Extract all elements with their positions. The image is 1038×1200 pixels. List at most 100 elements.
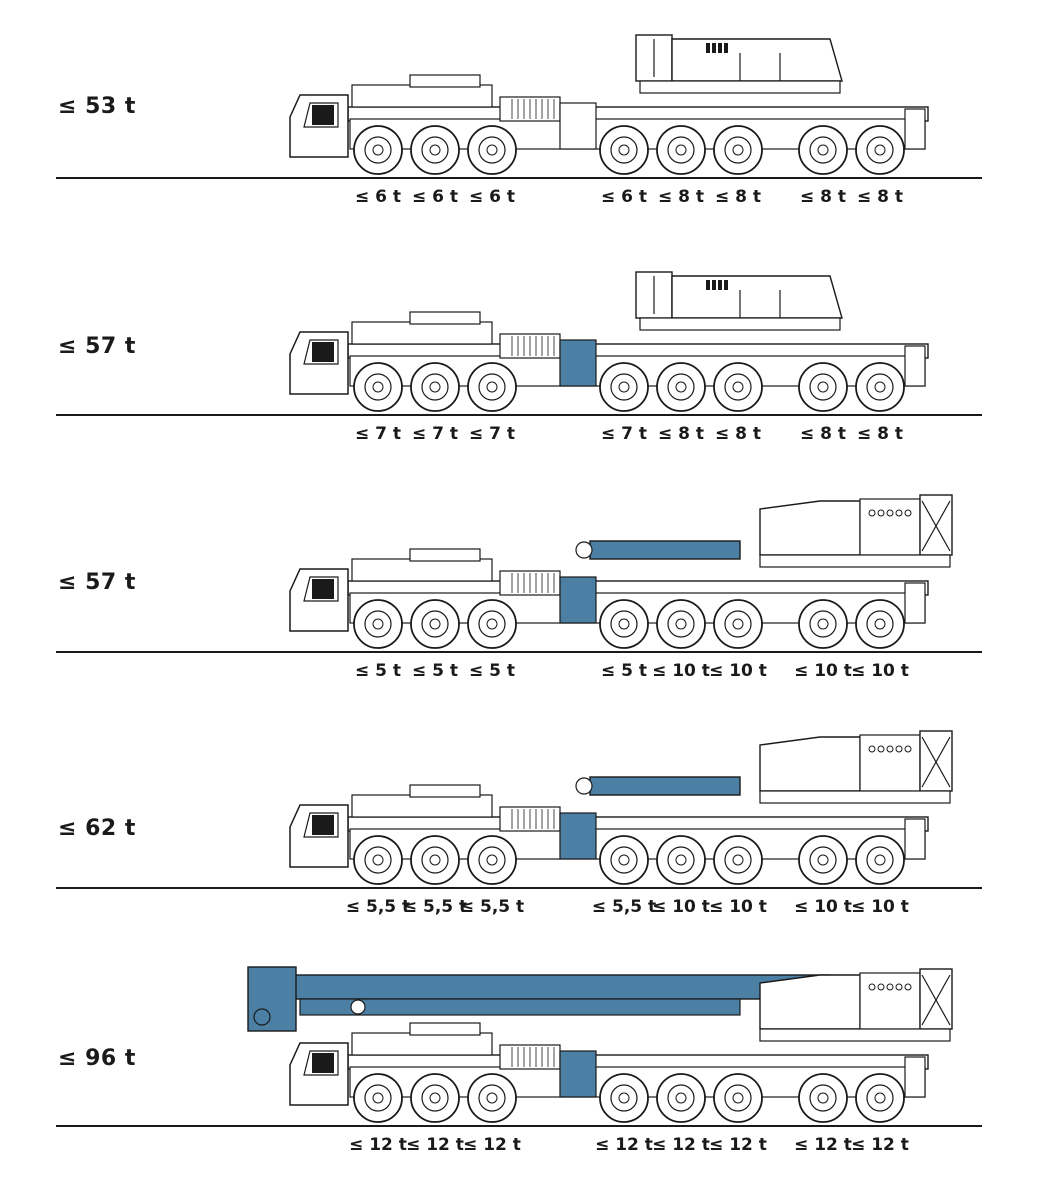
wheel-hub — [874, 381, 886, 393]
winch-drum — [895, 745, 903, 753]
ground-line — [56, 1125, 982, 1127]
engine-cover — [409, 74, 481, 88]
axle-load-label: ≤ 7 t — [468, 424, 516, 444]
configuration-2: ≤ 57 t ≤ 7 t≤ 7 t≤ 7 t≤ 7 t≤ 8 t≤ 8 t≤ 8… — [0, 236, 1038, 472]
total-load: ≤ 57 t — [58, 334, 136, 359]
crane-drawing — [289, 494, 953, 649]
wheel-hub — [372, 854, 384, 866]
axle-load-label: ≤ 10 t — [652, 897, 710, 917]
boom-pin — [575, 541, 593, 559]
rear-bumper — [904, 582, 926, 624]
outrigger-box — [559, 1050, 597, 1098]
engine-housing — [351, 1032, 493, 1056]
wheel-hub — [675, 854, 687, 866]
outrigger-box — [559, 339, 597, 387]
winch-drum — [877, 983, 885, 991]
winch-drum — [868, 983, 876, 991]
vent-slat — [724, 43, 728, 53]
axle-load-label: ≤ 10 t — [851, 661, 909, 681]
cab-brace — [921, 974, 951, 1026]
wheel-hub — [429, 618, 441, 630]
axle-load-label: ≤ 5 t — [411, 661, 459, 681]
wheel-hub — [486, 144, 498, 156]
axle-load-label: ≤ 10 t — [709, 897, 767, 917]
wheel-hub — [486, 1092, 498, 1104]
axle-load-label: ≤ 12 t — [652, 1135, 710, 1155]
engine-housing — [351, 794, 493, 818]
cab-window-shade — [312, 1053, 334, 1073]
winch-drum — [877, 509, 885, 517]
superstructure — [759, 974, 861, 1030]
outrigger-box — [559, 576, 597, 624]
axle-load-label: ≤ 5 t — [354, 661, 402, 681]
turntable — [759, 790, 951, 804]
boom-lower-section — [299, 998, 741, 1016]
wheel-hub — [675, 381, 687, 393]
axle-load-label: ≤ 8 t — [856, 187, 904, 207]
crane-drawing — [289, 34, 929, 175]
axle-load-label: ≤ 5,5 t — [591, 897, 657, 917]
engine-cover — [409, 1022, 481, 1036]
winch-drum — [904, 509, 912, 517]
outrigger-box — [559, 102, 597, 150]
axle-load-label: ≤ 5,5 t — [345, 897, 411, 917]
turntable — [759, 554, 951, 568]
wheel-hub — [618, 618, 630, 630]
turntable — [639, 80, 841, 94]
boom-section — [589, 776, 741, 796]
configuration-5: ≤ 96 t ≤ 12 t≤ 12 t≤ 12 t≤ 12 t≤ 12 t≤ 1… — [0, 944, 1038, 1180]
wheel-hub — [817, 381, 829, 393]
axle-load-label: ≤ 10 t — [652, 661, 710, 681]
wheel-hub — [675, 1092, 687, 1104]
total-load: ≤ 62 t — [58, 816, 136, 841]
outrigger-box — [559, 812, 597, 860]
axle-load-label: ≤ 12 t — [709, 1135, 767, 1155]
engine-housing — [351, 84, 493, 108]
turntable — [759, 1028, 951, 1042]
winch-drum — [868, 509, 876, 517]
wheel-hub — [429, 854, 441, 866]
axle-load-label: ≤ 8 t — [714, 187, 762, 207]
axle-load-label: ≤ 6 t — [354, 187, 402, 207]
vent-slat — [718, 43, 722, 53]
superstructure — [671, 38, 843, 82]
axle-load-label: ≤ 8 t — [856, 424, 904, 444]
wheel-hub — [675, 144, 687, 156]
axle-load-label: ≤ 7 t — [411, 424, 459, 444]
axle-load-label: ≤ 5 t — [468, 661, 516, 681]
configuration-1: ≤ 53 t ≤ 6 t≤ 6 t≤ 6 t≤ 6 t≤ 8 t≤ 8 t≤ 8… — [0, 0, 1038, 236]
axle-load-label: ≤ 12 t — [349, 1135, 407, 1155]
wheel-hub — [732, 854, 744, 866]
cab-brace — [921, 500, 951, 552]
wheel-hub — [486, 381, 498, 393]
boom-section — [589, 540, 741, 560]
crane-drawing — [289, 730, 953, 885]
axle-load-label: ≤ 6 t — [600, 187, 648, 207]
vent-slat — [724, 280, 728, 290]
crane-drawing — [289, 271, 929, 412]
axle-load-label: ≤ 12 t — [794, 1135, 852, 1155]
wheel-hub — [874, 618, 886, 630]
rear-bumper — [904, 108, 926, 150]
wheel-hub — [486, 854, 498, 866]
winch-housing — [859, 734, 921, 792]
axle-load-label: ≤ 12 t — [406, 1135, 464, 1155]
cab-window-shade — [312, 105, 334, 125]
superstructure — [759, 500, 861, 556]
axle-load-label: ≤ 8 t — [714, 424, 762, 444]
axle-load-label: ≤ 7 t — [600, 424, 648, 444]
superstructure — [671, 275, 843, 319]
engine-cover — [409, 548, 481, 562]
wheel-hub — [874, 1092, 886, 1104]
winch-drum — [895, 983, 903, 991]
rear-bumper — [904, 1056, 926, 1098]
axle-load-label: ≤ 10 t — [851, 897, 909, 917]
configuration-4: ≤ 62 t ≤ 5,5 t≤ 5,5 t≤ 5,5 t≤ 5,5 t≤ 10 … — [0, 708, 1038, 944]
axle-load-label: ≤ 5,5 t — [402, 897, 468, 917]
total-load: ≤ 57 t — [58, 570, 136, 595]
winch-drum — [886, 983, 894, 991]
wheel-hub — [732, 144, 744, 156]
rear-bumper — [904, 818, 926, 860]
wheel-hub — [874, 144, 886, 156]
axle-load-label: ≤ 8 t — [799, 187, 847, 207]
